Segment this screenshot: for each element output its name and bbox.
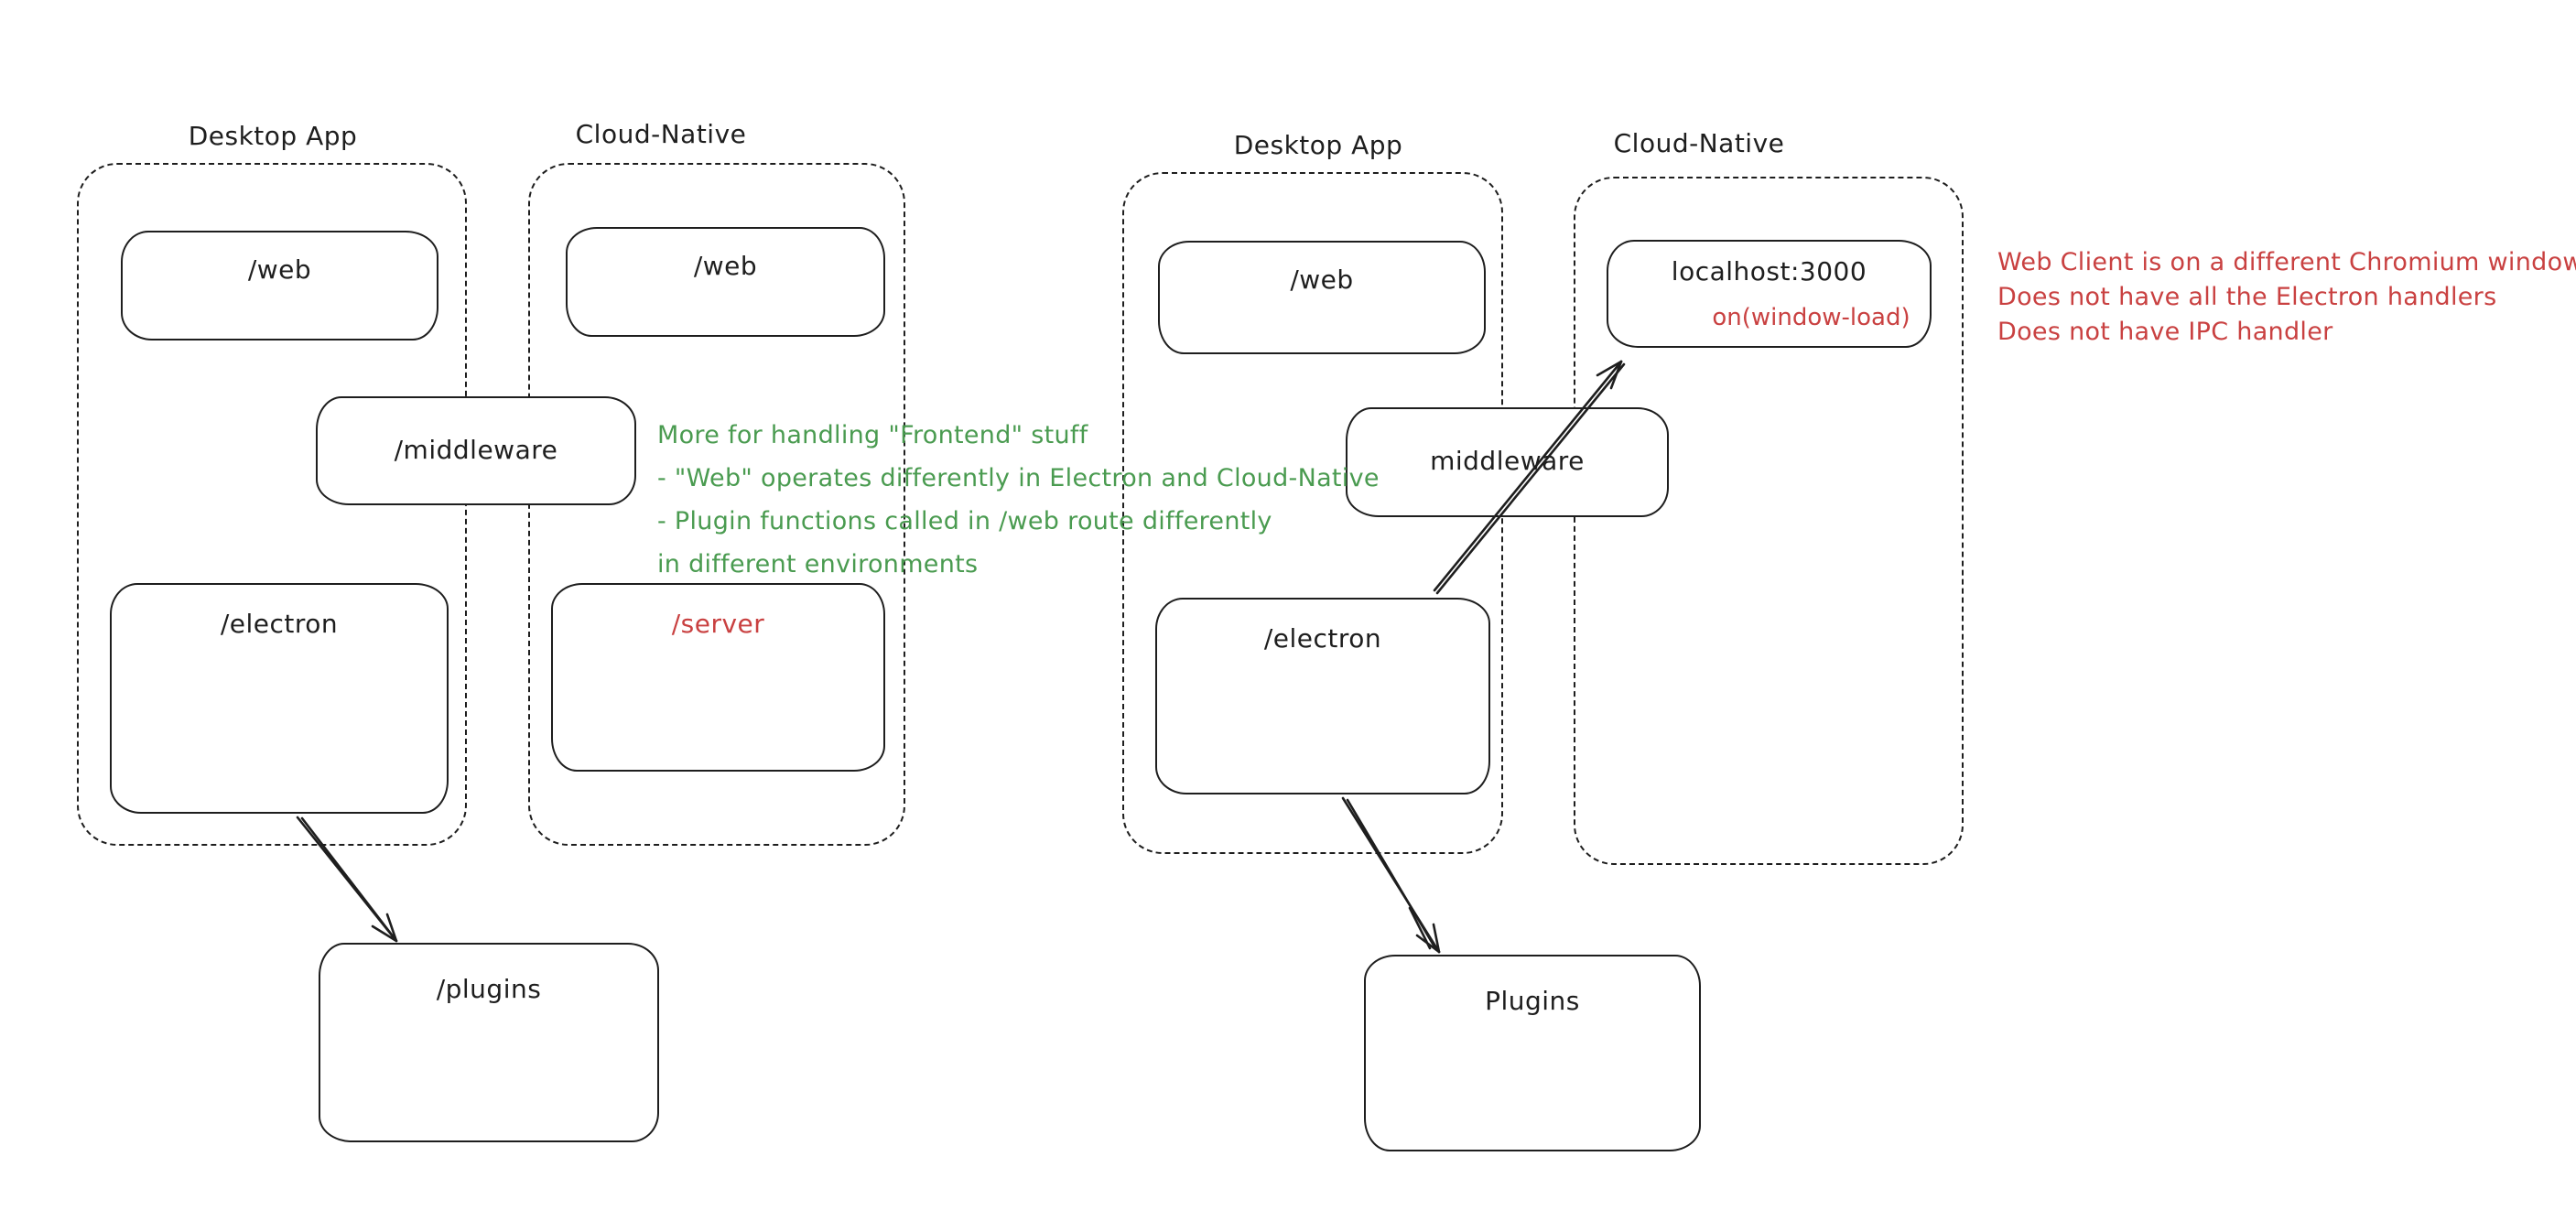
right-localhost-box: localhost:3000 on(window-load) [1607, 240, 1932, 348]
green-annotation-line: - "Web" operates differently in Electron… [657, 464, 1380, 492]
green-annotation: More for handling "Frontend" stuff - "We… [657, 414, 1380, 586]
right-window-load-label: on(window-load) [1712, 304, 1910, 331]
left-electron-label: /electron [220, 609, 339, 639]
red-annotation: Web Client is on a different Chromium wi… [1997, 245, 2576, 350]
left-electron-box: /electron [110, 583, 449, 814]
left-cloud-native-title: Cloud-Native [575, 119, 747, 149]
green-annotation-line: in different environments [657, 550, 979, 578]
right-web-label: /web [1290, 265, 1354, 295]
left-server-label: /server [671, 609, 765, 639]
left-plugins-label: /plugins [436, 974, 542, 1004]
left-server-box: /server [551, 583, 885, 772]
red-annotation-line: Does not have all the Electron handlers [1997, 283, 2497, 311]
green-annotation-line: More for handling "Frontend" stuff [657, 421, 1088, 449]
left-web-desktop-box: /web [121, 231, 438, 340]
right-localhost-label: localhost:3000 [1671, 256, 1867, 286]
right-electron-box: /electron [1155, 598, 1490, 794]
left-web-desktop-label: /web [247, 254, 312, 285]
right-middleware-box: middleware [1346, 407, 1669, 517]
right-plugins-label: Plugins [1485, 986, 1580, 1016]
green-annotation-line: - Plugin functions called in /web route … [657, 507, 1272, 535]
right-plugins-box: Plugins [1364, 955, 1701, 1151]
left-desktop-app-title: Desktop App [188, 121, 358, 151]
left-middleware-box: /middleware [316, 396, 636, 505]
red-annotation-line: Does not have IPC handler [1997, 318, 2333, 346]
left-web-cloud-box: /web [566, 227, 885, 337]
red-annotation-line: Web Client is on a different Chromium wi… [1997, 248, 2576, 276]
right-electron-label: /electron [1263, 623, 1382, 654]
right-desktop-app-title: Desktop App [1233, 130, 1403, 160]
right-web-box: /web [1158, 241, 1486, 354]
left-plugins-box: /plugins [319, 943, 659, 1142]
left-web-cloud-label: /web [693, 251, 758, 281]
right-cloud-native-title: Cloud-Native [1613, 128, 1785, 158]
left-middleware-label: /middleware [394, 435, 558, 465]
right-middleware-label: middleware [1430, 446, 1585, 476]
